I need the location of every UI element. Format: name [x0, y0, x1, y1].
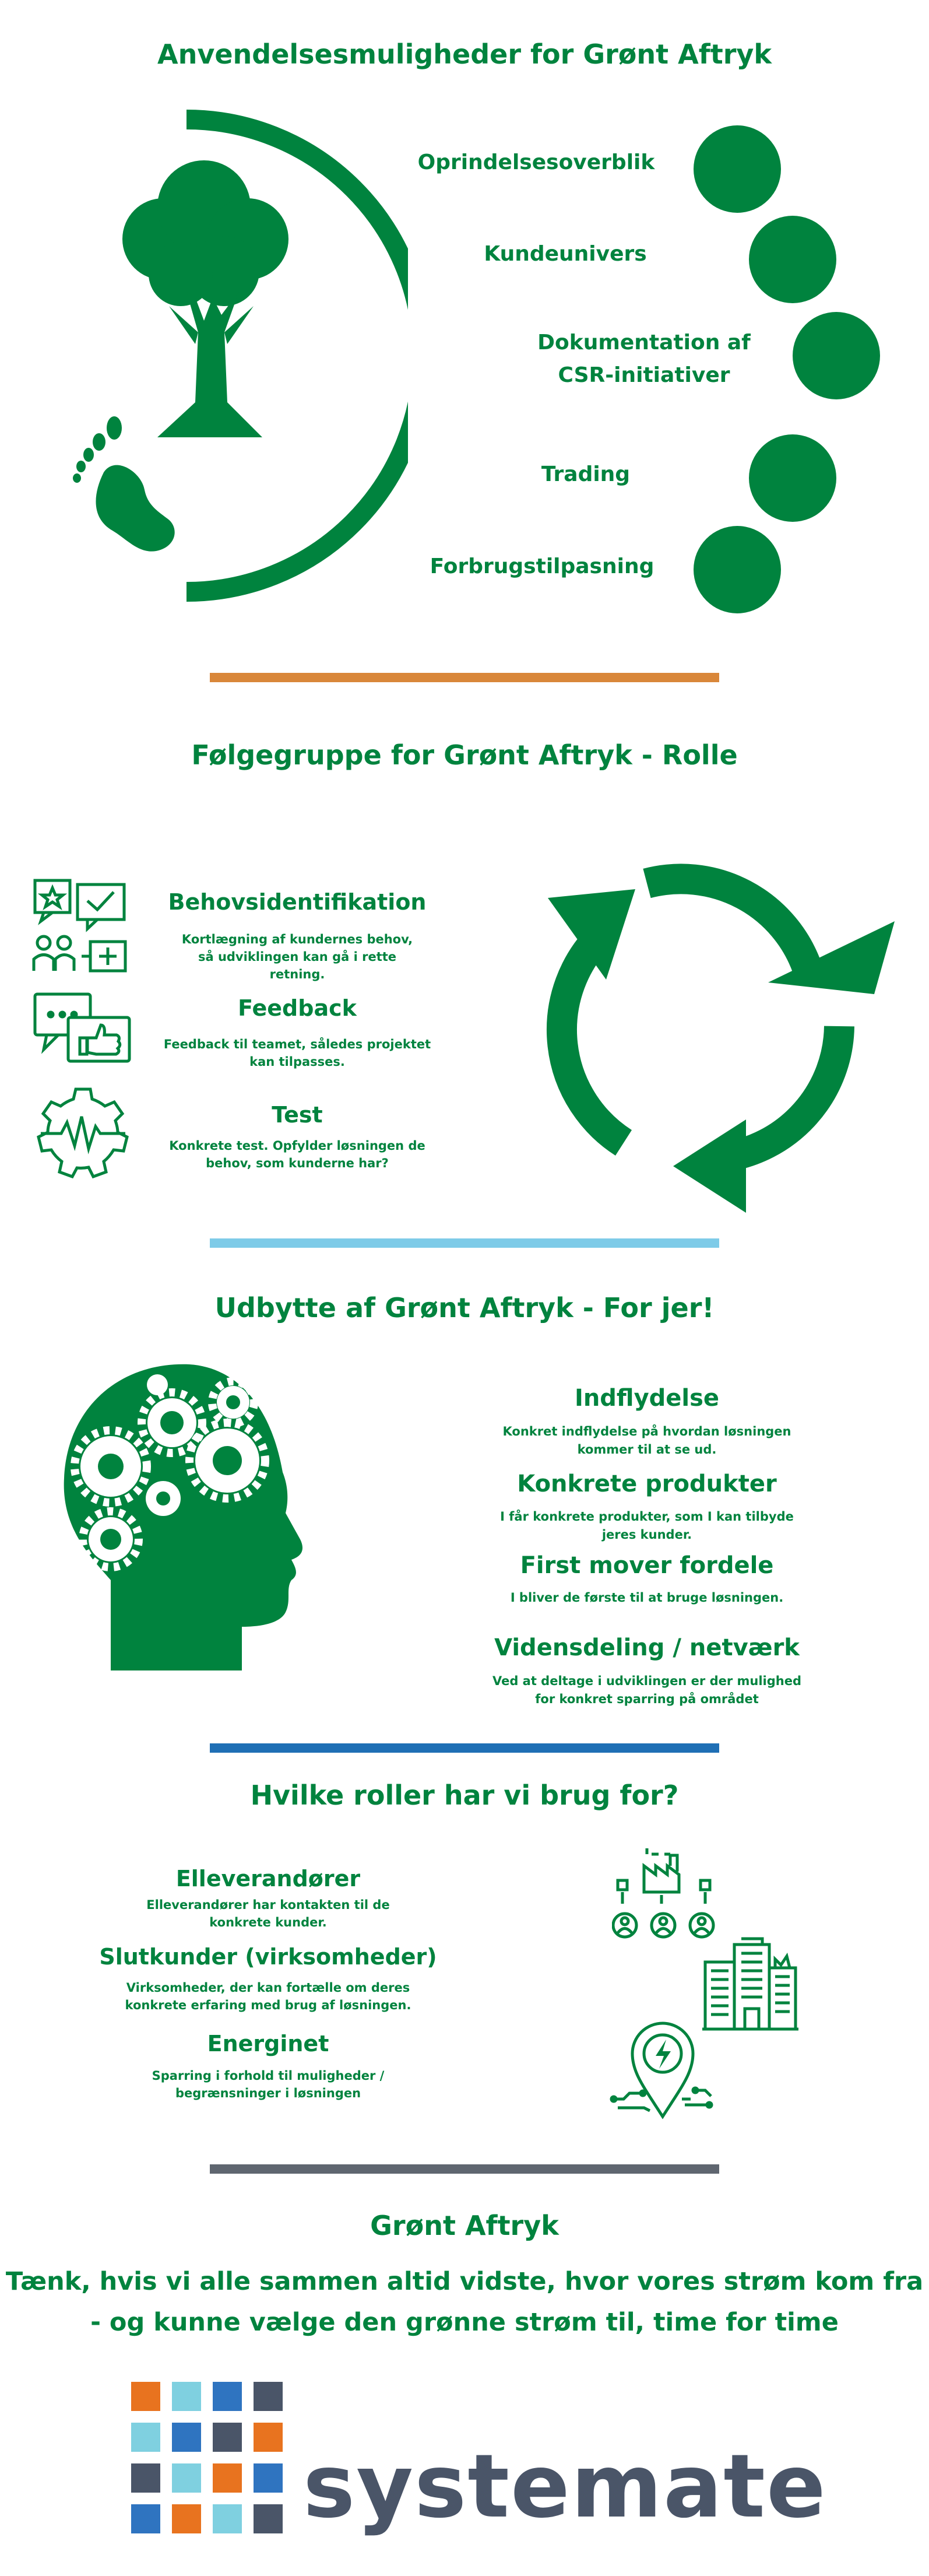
section5-title: Grønt Aftryk	[370, 2210, 559, 2241]
tagline-line-2: - og kunne vælge den grønne strøm til, t…	[90, 2308, 839, 2337]
role-label-3: Test	[272, 1102, 323, 1128]
tree-icon	[122, 160, 288, 437]
needed-role-desc-1: Elleverandører har kontakten til de konk…	[146, 1898, 390, 1929]
test-gear-icon	[37, 1087, 129, 1179]
benefit-label-1: Indflydelse	[574, 1385, 720, 1412]
section1-title: Anvendelsesmuligheder for Grønt Aftryk	[157, 38, 772, 70]
use-case-label-5: Forbrugstilpasning	[430, 554, 654, 578]
role-desc-1: Kortlægning af kundernes behov, så udvik…	[181, 932, 413, 981]
half-circle-arc	[186, 110, 408, 602]
benefit-label-3: First mover fordele	[520, 1552, 774, 1579]
use-case-circle-5	[694, 526, 781, 613]
factory-people-icon	[612, 1848, 715, 1939]
needed-role-desc-3: Sparring i forhold til muligheder / begr…	[152, 2069, 385, 2100]
section2-title: Følgegruppe for Grønt Aftryk - Rolle	[191, 739, 738, 771]
footprint-icon	[73, 416, 175, 552]
role-desc-2: Feedback til teamet, således projektet k…	[163, 1037, 431, 1069]
cycle-arrows-icon	[547, 864, 895, 1213]
use-case-circle-3	[793, 312, 880, 399]
needed-role-desc-2: Virksomheder, der kan fortælle om deres …	[125, 1981, 411, 2012]
divider-light-blue	[210, 1238, 719, 1248]
benefit-desc-2: I får konkrete produkter, som I kan tilb…	[500, 1510, 794, 1542]
benefit-label-2: Konkrete produkter	[517, 1471, 777, 1497]
building-icon	[702, 1937, 798, 2031]
role-label-2: Feedback	[238, 995, 357, 1021]
section3-title: Udbytte af Grønt Aftryk - For jer!	[214, 1292, 715, 1324]
needs-icon	[32, 879, 127, 973]
needed-role-label-2: Slutkunder (virksomheder)	[99, 1944, 437, 1970]
head-gears-icon	[64, 1364, 303, 1670]
divider-gray	[210, 2164, 719, 2174]
benefit-label-4: Vidensdeling / netværk	[494, 1634, 800, 1661]
use-case-circle-1	[694, 125, 781, 213]
feedback-icon	[33, 992, 131, 1063]
use-case-label-1: Oprindelsesoverblik	[417, 150, 655, 174]
use-case-circle-2	[749, 216, 836, 303]
section4-title: Hvilke roller har vi brug for?	[250, 1780, 679, 1811]
benefit-desc-4: Ved at deltage i udviklingen er der muli…	[492, 1674, 802, 1706]
needed-role-label-1: Elleverandører	[175, 1866, 361, 1891]
role-desc-3: Konkrete test. Opfylder løsningen de beh…	[169, 1139, 425, 1170]
use-case-circle-4	[749, 434, 836, 522]
benefit-desc-3: I bliver de første til at bruge løsninge…	[510, 1591, 784, 1605]
benefit-desc-1: Konkret indflydelse på hvordan løsningen…	[502, 1424, 791, 1457]
use-case-label-2: Kundeunivers	[484, 242, 647, 266]
tagline-line-1: Tænk, hvis vi alle sammen altid vidste, …	[5, 2267, 924, 2296]
use-case-label-4: Trading	[541, 462, 631, 486]
needed-role-label-3: Energinet	[207, 2031, 329, 2056]
use-case-label-3: Dokumentation af CSR-initiativer	[537, 331, 751, 387]
divider-blue	[210, 1743, 719, 1753]
systemate-logo-mark	[131, 2382, 288, 2539]
divider-orange	[210, 673, 719, 682]
energy-pin-icon	[610, 2022, 713, 2119]
role-label-1: Behovsidentifikation	[168, 889, 427, 915]
systemate-logo-text: systemate	[303, 2436, 827, 2538]
